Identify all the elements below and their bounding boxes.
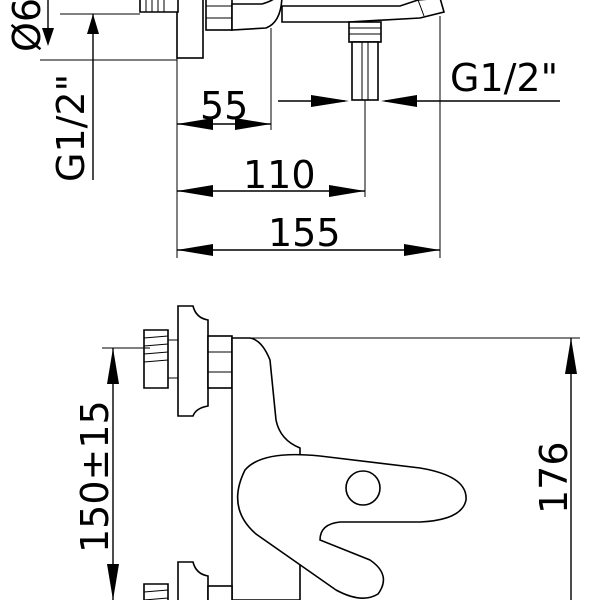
dim-55-label: 55: [200, 84, 248, 128]
inlet-pipe: [139, 0, 179, 13]
lower-hex-nut: [207, 585, 233, 600]
lower-inlet-pipe: [143, 583, 169, 600]
inlet-thread-lines: [145, 0, 165, 12]
wall-plate: [176, 0, 204, 59]
lever-handle[interactable]: [236, 453, 467, 599]
lower-wall-plate: [177, 561, 209, 600]
upper-inlet-pipe: [143, 329, 169, 389]
dim-spacing-label: 150±15: [73, 400, 117, 553]
lever-cap: [345, 470, 381, 506]
outlet-thread: [348, 21, 382, 43]
dim-height-label: 176: [532, 441, 576, 514]
dim-110-label: 110: [243, 153, 316, 197]
dim-outlet-thread-label: G1/2": [450, 56, 558, 100]
upper-wall-plate: [177, 305, 209, 417]
front-view: 150±15 176: [73, 305, 580, 600]
dim-inlet-thread-label: G1/2": [49, 74, 93, 182]
dim-155-label: 155: [268, 211, 341, 255]
upper-hex-nut: [207, 335, 233, 389]
spout-top: [281, 0, 445, 23]
outlet-pipe: [351, 41, 379, 101]
mixer-body-top: [231, 0, 283, 31]
top-view: Ø6 G1/2" G1/2" 55 110 155: [5, 0, 560, 258]
dim-diameter-label: Ø6: [5, 0, 49, 52]
hex-nut: [205, 0, 233, 31]
upper-thread-lines: [143, 335, 169, 363]
